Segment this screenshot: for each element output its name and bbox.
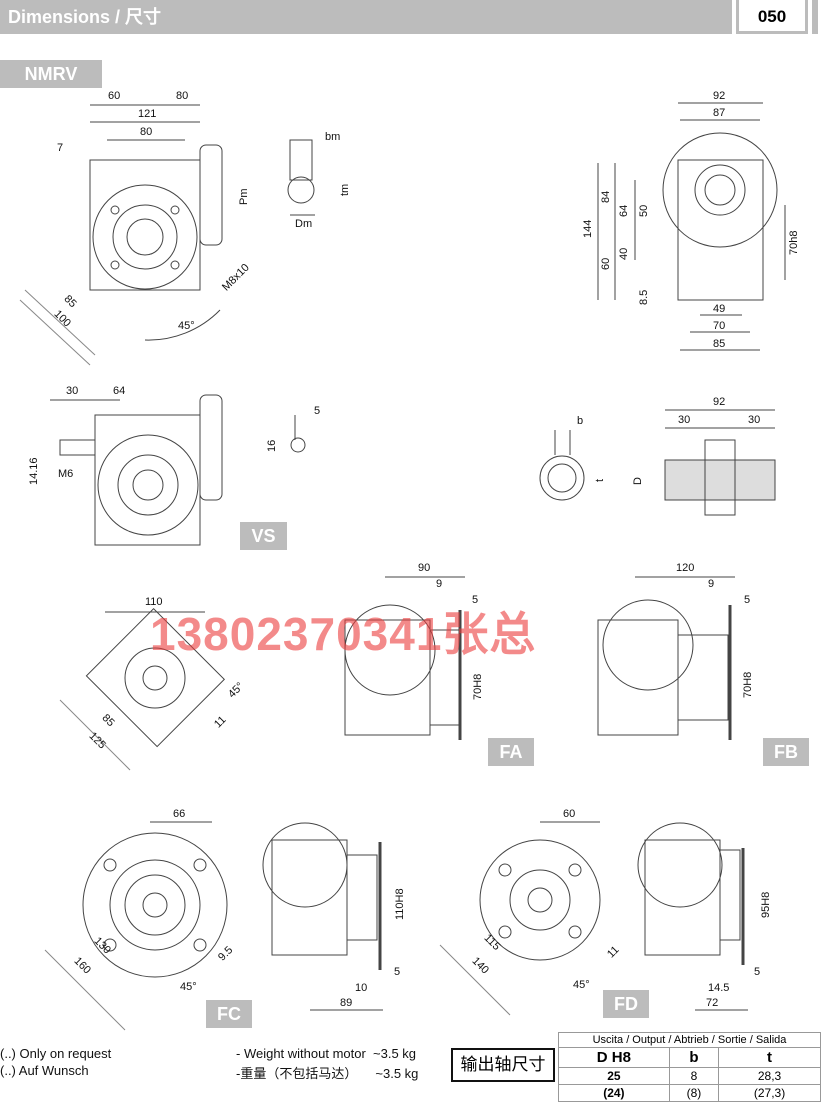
dim-label: 110H8 [394,888,406,920]
dim-label: t [594,478,606,482]
dim-label: 120 [676,562,695,574]
fc-badge: FC [206,1000,252,1028]
table-cell: 25 [558,1067,670,1085]
dim-label: 95H8 [760,891,772,918]
dim-label: 66 [173,808,186,820]
table-cell: (8) [668,1084,720,1102]
fd-badge: FD [603,990,649,1018]
dim-label: 9 [708,578,715,590]
dim-label: 49 [713,303,726,315]
dim-label: 70H8 [742,671,754,698]
front-view-drawing [19,104,315,366]
dim-label: 144 [582,219,594,238]
dim-label: 45° [573,979,590,991]
table-row: 25 8 28,3 [558,1067,821,1085]
dim-label: 60 [108,90,121,102]
dim-label: 5 [472,594,479,606]
dim-label: 45° [180,981,197,993]
dim-label: 80 [140,126,153,138]
watermark: 13802370341张总 [150,608,537,660]
dim-label: 72 [706,997,719,1009]
dim-label: 30 [66,385,79,397]
table-caption: Uscita / Output / Abtrieb / Sortie / Sal… [558,1032,821,1048]
dim-label: 50 [638,204,650,217]
fc-flange-drawing [44,821,383,1031]
dim-label: Dm [295,218,313,230]
dim-label: 70H8 [472,673,484,700]
dim-label: 92 [713,90,726,102]
table-header: t [718,1047,821,1068]
dim-label: 30 [678,414,691,426]
weight-en: - Weight without motor ~3.5 kg [236,1046,417,1061]
table-cell: (27,3) [718,1084,821,1102]
dim-label: 89 [340,997,353,1009]
fd-flange-drawing [439,821,748,1016]
fa-badge: FA [488,738,534,766]
dim-label: 5 [744,594,751,606]
dim-label: D [632,477,644,485]
dim-label: 14.16 [28,457,40,485]
table-cell: 8 [668,1067,720,1085]
vs-view-drawing [50,394,306,546]
dim-label: 7 [57,142,64,154]
dim-label: 70h8 [788,230,800,255]
table-row: (24) (8) (27,3) [558,1084,821,1102]
fb-badge: FB [763,738,809,766]
dim-label: 9 [436,578,443,590]
hollow-shaft-drawing [539,409,776,516]
note-auf-wunsch: (..) Auf Wunsch [0,1063,89,1078]
dim-label: 110 [145,596,163,608]
dim-label: 40 [618,247,630,260]
fa-flange-drawing [59,576,465,771]
table-cell: (24) [558,1084,670,1102]
page-number: 050 [736,0,808,34]
fb-flange-drawing [597,576,735,740]
dim-label: 60 [600,257,612,270]
dim-label: 60 [563,808,576,820]
side-view-drawing [597,102,786,351]
dim-label: 5 [754,966,761,978]
dim-label: 80 [176,90,189,102]
dim-label: 5 [394,966,401,978]
dim-label: Pm [238,188,250,206]
dim-label: 70 [713,320,726,332]
vs-badge: VS [240,522,287,550]
dim-label: 45° [178,320,195,332]
dim-label: 16 [266,439,278,452]
table-header: D H8 [558,1047,670,1068]
dim-label: 10 [355,982,368,994]
dim-label: b [577,415,584,427]
dim-label: 30 [748,414,761,426]
dim-label: 14.5 [708,982,730,994]
dim-label: tm [339,183,351,196]
dim-label: 84 [600,190,612,203]
dim-label: 8.5 [638,289,650,305]
dim-label: 87 [713,107,726,119]
dim-label: 64 [113,385,126,397]
dim-label: 121 [138,108,157,120]
table-header: b [668,1047,720,1068]
table-cell: 28,3 [718,1067,821,1085]
weight-cn: -重量（不包括马达） ~3.5 kg [236,1066,419,1081]
note-on-request: (..) Only on request [0,1046,112,1061]
dim-label: 5 [314,405,321,417]
page-header: Dimensions / 尺寸 [0,0,732,34]
dim-label: 64 [618,204,630,217]
header-bar [812,0,818,34]
output-dim-label-cn: 输出轴尺寸 [451,1048,555,1082]
dim-label: bm [325,131,341,143]
dim-label: M6 [58,468,74,480]
dim-label: 90 [418,562,431,574]
output-shaft-table: Uscita / Output / Abtrieb / Sortie / Sal… [558,1032,821,1102]
section-label: NMRV [0,60,102,88]
dim-label: 92 [713,396,726,408]
dim-label: 85 [713,338,726,350]
